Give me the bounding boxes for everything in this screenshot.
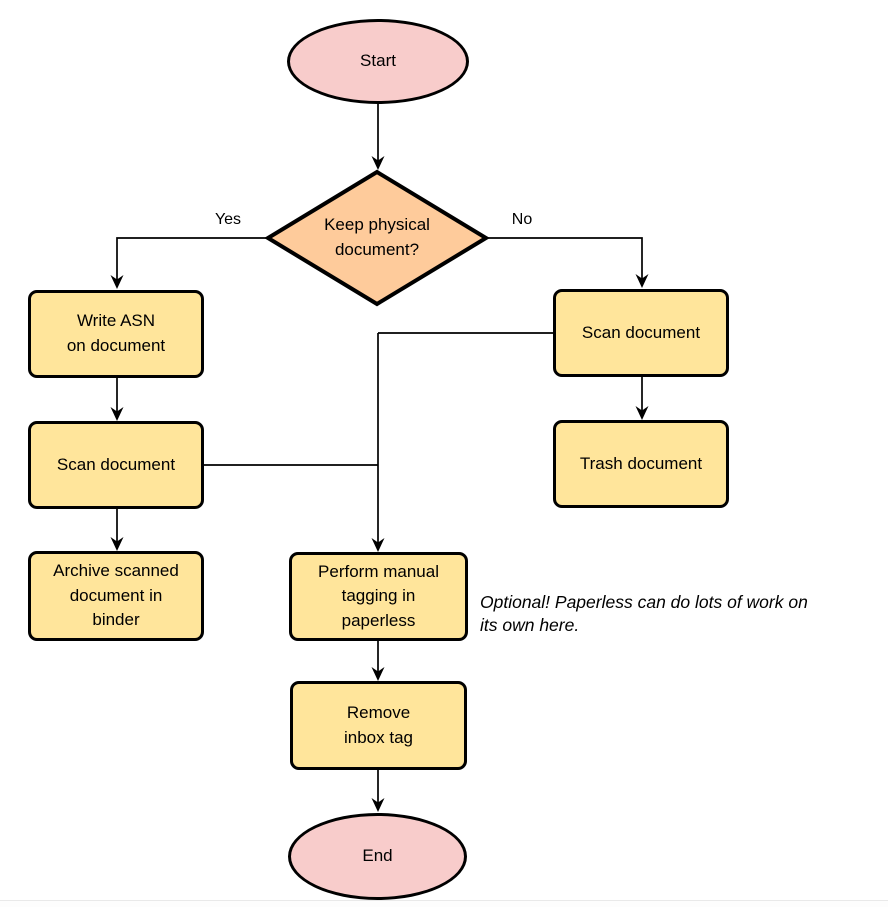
edge-decision-no-to-scan-right <box>486 237 643 286</box>
edge-label-yes: Yes <box>214 211 242 228</box>
arrowhead-into-remove-inbox <box>371 667 385 681</box>
arrowhead-into-write-asn <box>110 275 124 289</box>
bottom-divider <box>0 900 888 907</box>
arrowhead-into-scan-left <box>110 407 124 421</box>
node-write-asn: Write ASN on document <box>28 290 204 378</box>
arrowhead-into-tagging <box>371 538 385 552</box>
node-decision-label: Keep physical document? <box>324 215 430 259</box>
arrowhead-into-end <box>371 798 385 812</box>
edge-decision-yes-to-write-asn <box>116 237 268 287</box>
node-remove-inbox-tag: Remove inbox tag <box>290 681 467 770</box>
arrowhead-into-decision <box>371 156 385 170</box>
node-end: End <box>288 813 467 900</box>
arrowhead-into-scan-right <box>635 274 649 288</box>
edge-label-no: No <box>511 211 533 228</box>
decision-diamond-shape <box>264 169 490 307</box>
node-manual-tagging: Perform manual tagging in paperless <box>289 552 468 641</box>
annotation-optional-note: Optional! Paperless can do lots of work … <box>480 592 808 636</box>
arrowhead-into-archive <box>110 537 124 551</box>
node-archive-scanned: Archive scanned document in binder <box>28 551 204 641</box>
arrowhead-into-trash <box>635 406 649 420</box>
node-trash-document: Trash document <box>553 420 729 508</box>
node-scan-document-left: Scan document <box>28 421 204 509</box>
node-scan-document-right: Scan document <box>553 289 729 377</box>
node-start: Start <box>287 19 469 104</box>
